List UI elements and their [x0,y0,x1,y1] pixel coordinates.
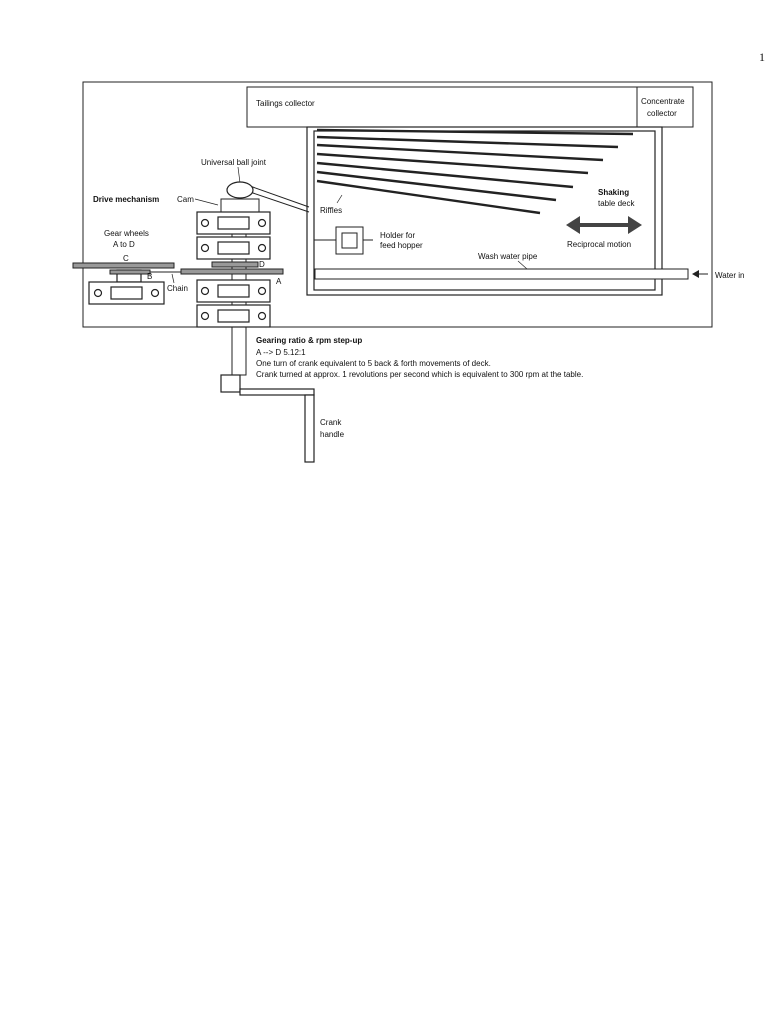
drive-mechanism-label: Drive mechanism [93,195,159,204]
cam-label: Cam [177,195,194,204]
riffles [316,128,634,215]
bearing-block [196,211,271,260]
riffle [316,143,604,162]
riffle [316,179,541,215]
gear-d-label: D [259,260,265,269]
gear-wheel-c [72,262,175,269]
gear-a-label: A [276,277,282,286]
gear-wheel-d [211,261,259,268]
universal-ball-joint-label: Universal ball joint [201,158,267,167]
bearing-block [196,279,271,328]
shaking-label-2: table deck [598,199,635,208]
gearing-line-1: One turn of crank equivalent to 5 back &… [256,359,491,368]
wash-water-pipe [314,268,689,280]
page-number: 1 [759,50,765,64]
crank-handle [220,374,315,463]
gearing-line-2: Crank turned at approx. 1 revolutions pe… [256,370,583,379]
gear-wheels [72,261,284,275]
concentrate-collector-label-2: collector [647,109,677,118]
holder-label-2: feed hopper [380,241,423,250]
cam [220,198,260,213]
tailings-collector-label: Tailings collector [256,99,315,108]
crank-label-2: handle [320,430,345,439]
diagram-frame [82,81,713,328]
wash-water-pipe-leader [517,260,528,270]
connecting-rod [246,184,310,213]
riffle [316,128,634,136]
gearing-heading: Gearing ratio & rpm step-up [256,336,362,345]
riffle [316,135,619,149]
holder-label-1: Holder for [380,231,415,240]
water-in-label: Water in [715,271,745,280]
chain-label: Chain [167,284,188,293]
cam-leader [194,198,219,206]
gear-wheel-b [109,269,151,275]
gear-wheels-label-1: Gear wheels [104,229,149,238]
gear-b-label: B [147,272,152,281]
concentrate-collector-label-1: Concentrate [641,97,685,106]
chain-leader [171,273,175,284]
ball-joint-leader [237,166,241,184]
gearing-ratio: A --> D 5.12:1 [256,348,306,357]
gear-wheel-a [180,268,284,275]
reciprocal-motion-label: Reciprocal motion [567,240,631,249]
feed-hopper-holder [314,226,373,255]
gear-c-label: C [123,254,129,263]
concentrate-collector-box [636,86,694,128]
water-in-arrow [692,270,708,278]
wash-water-pipe-label: Wash water pipe [478,252,538,261]
riffle [316,152,589,175]
shaking-label-1: Shaking [598,188,629,197]
riffle [316,161,574,189]
reciprocal-motion-arrow [566,216,642,234]
universal-ball-joint [226,181,254,199]
crank-label-1: Crank [320,418,342,427]
gear-wheels-label-2: A to D [113,240,135,249]
riffles-leader [336,194,343,204]
riffles-label: Riffles [320,206,342,215]
riffle [316,170,557,202]
left-bearing-block [88,269,165,305]
